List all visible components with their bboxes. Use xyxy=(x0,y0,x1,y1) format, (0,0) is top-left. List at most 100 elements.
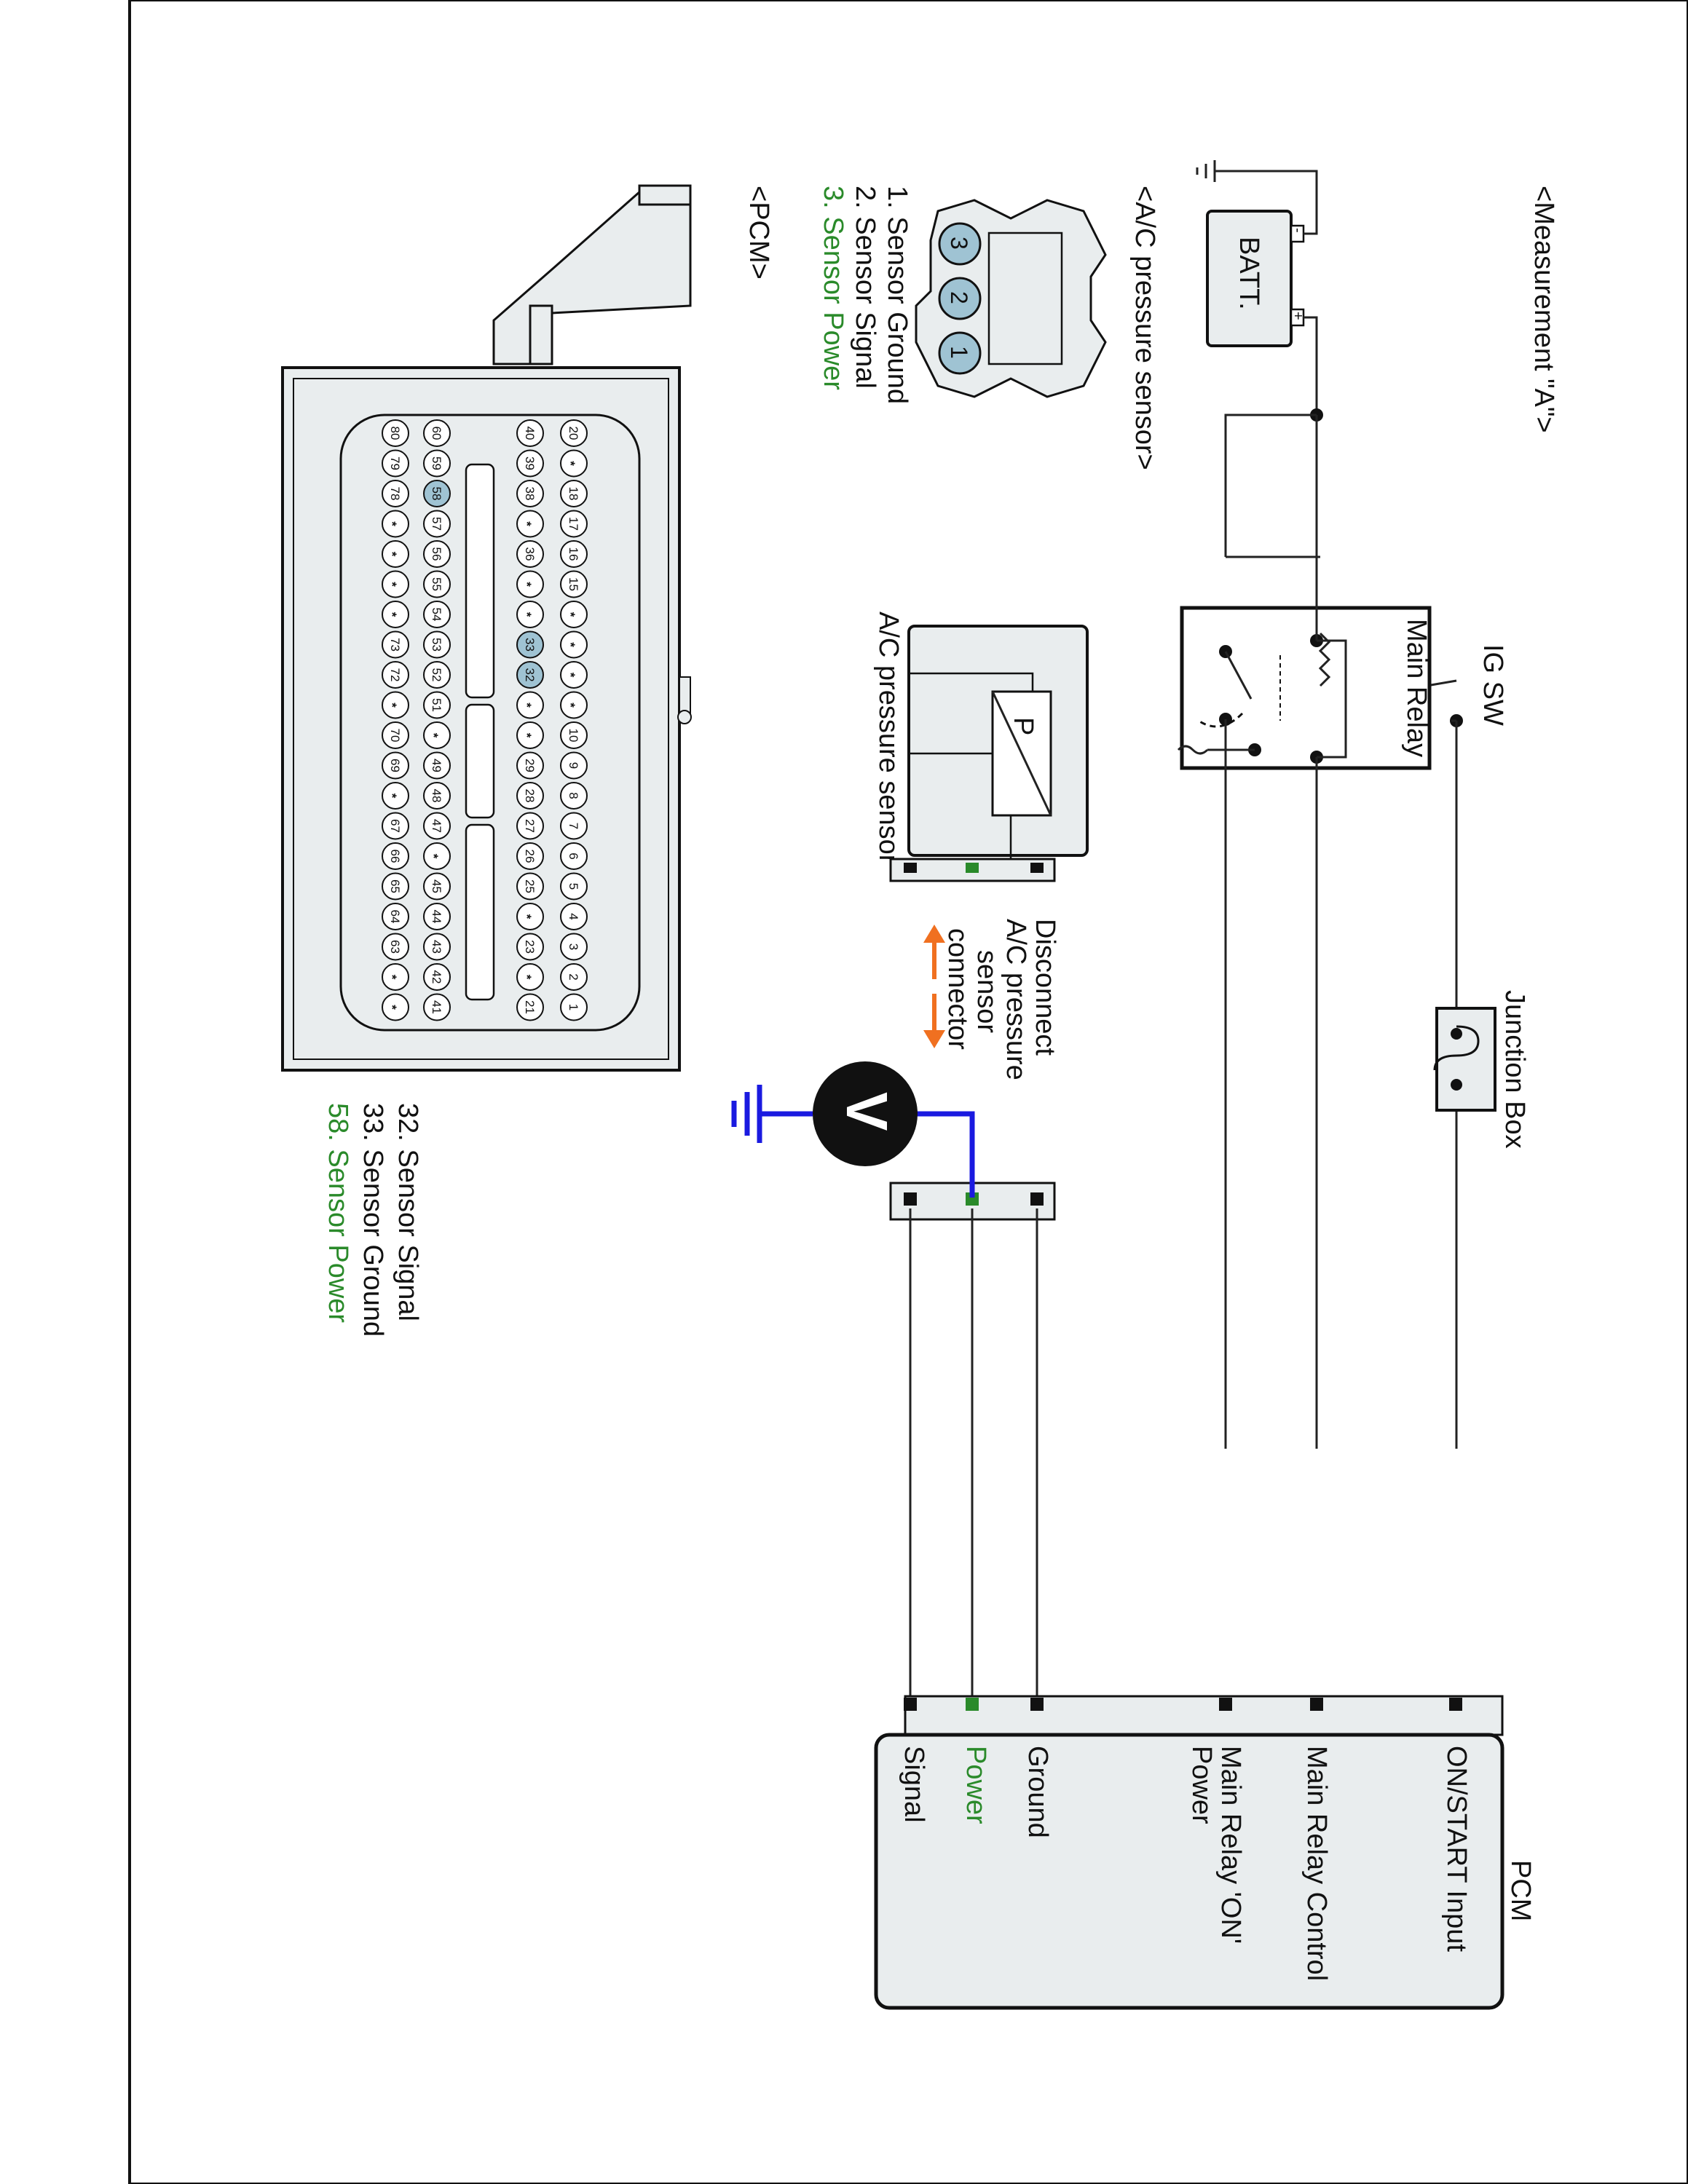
pcm-term-relay-control: Main Relay Control xyxy=(1301,1746,1332,1981)
pcm-pin xyxy=(382,721,409,749)
pcm-pin xyxy=(560,993,588,1021)
pcm-pin xyxy=(382,419,409,447)
pcm-pin xyxy=(423,842,451,870)
pcm-pin xyxy=(382,812,409,840)
main-relay-label: Main Relay xyxy=(1401,619,1432,757)
pcm-pin-label: 20 xyxy=(567,427,580,440)
ac-connector-view: <A/C pressure sensor> 3 2 1 1. Sensor Gr… xyxy=(818,186,1160,470)
harness-connector xyxy=(889,1182,1056,1707)
pcm-pin xyxy=(423,570,451,598)
pcm-pin-label: * xyxy=(520,733,534,738)
battery-plus: + xyxy=(1290,312,1306,320)
pcm-pin-label: * xyxy=(564,673,577,678)
pcm-pin-label: 18 xyxy=(567,487,580,501)
pcm-legend-32: 32. Sensor Signal xyxy=(393,1103,423,1321)
pcm-title: PCM xyxy=(1505,1860,1536,1921)
pcm-pin xyxy=(382,782,409,810)
pcm-pin xyxy=(423,480,451,507)
disconnect-line-2: A/C pressure xyxy=(1001,919,1031,1080)
pcm-pin-label: 73 xyxy=(388,638,402,652)
pcm-pin-label: * xyxy=(385,582,399,587)
pcm-pin xyxy=(423,721,451,749)
pcm-pin xyxy=(560,782,588,810)
pcm-pin xyxy=(560,691,588,719)
pcm-pin xyxy=(423,661,451,689)
pcm-pin xyxy=(382,691,409,719)
pcm-pin xyxy=(516,540,544,568)
pcm-pin xyxy=(423,449,451,478)
pcm-term-power: Power xyxy=(961,1746,991,1824)
pcm-pin xyxy=(516,963,544,991)
battery-label: BATT. xyxy=(1234,237,1264,310)
pcm-pin xyxy=(423,540,451,568)
pcm-pin xyxy=(382,570,409,598)
pcm-pin xyxy=(560,812,588,840)
pcm-pin-label: 49 xyxy=(430,759,443,772)
ac-connector-header: <A/C pressure sensor> xyxy=(1129,186,1160,470)
pcm-pin-label: * xyxy=(520,914,534,919)
pcm-pin-label: 17 xyxy=(567,517,580,531)
pcm-pin xyxy=(382,601,409,628)
pcm-term-on-start: ON/START Input xyxy=(1441,1746,1472,1952)
pcm-pin xyxy=(382,842,409,870)
pcm-pin xyxy=(423,691,451,719)
pcm-pin xyxy=(516,933,544,961)
pcm-pin xyxy=(516,812,544,840)
pcm-pin xyxy=(560,872,588,901)
pcm-pin-label: 67 xyxy=(388,819,402,833)
pcm-pin-label: 40 xyxy=(523,427,537,440)
pcm-pin xyxy=(516,630,544,659)
pcm-pin-label: 5 xyxy=(567,883,580,890)
pcm-pin xyxy=(560,661,588,689)
measurement-title: <Measurement "A"> xyxy=(1529,186,1559,433)
pcm-pin xyxy=(516,751,544,780)
pcm-pin xyxy=(423,963,451,991)
pcm-pin xyxy=(382,540,409,568)
pcm-pin-label: * xyxy=(564,703,577,708)
junction-box: Junction Box xyxy=(1433,990,1530,1149)
pcm-pin xyxy=(423,419,451,447)
pcm-pin xyxy=(382,449,409,478)
pcm-pin xyxy=(423,751,451,780)
disconnect-line-4: connector xyxy=(942,928,973,1050)
pcm-pin xyxy=(560,842,588,870)
pcm-pin-label: 63 xyxy=(388,940,402,954)
pcm-pin-label: 57 xyxy=(430,517,443,531)
voltmeter: V xyxy=(731,1061,975,1198)
pcm-pin-label: 54 xyxy=(430,608,443,622)
sensor-box-label: A/C pressure sensor xyxy=(873,612,904,864)
pcm-pin-label: 8 xyxy=(567,792,580,799)
pcm-pin xyxy=(516,480,544,507)
pcm-pin-label: 38 xyxy=(523,487,537,501)
pcm-pin-label: 70 xyxy=(388,729,402,743)
pcm-pin-label: * xyxy=(520,612,534,617)
pcm-pin-label: 10 xyxy=(567,729,580,743)
pcm-pin-label: 72 xyxy=(388,668,402,682)
pcm-pin-label: * xyxy=(520,521,534,526)
pcm-term-relay-on-2: Power xyxy=(1186,1746,1217,1824)
ac-pin-3: 3 xyxy=(946,237,972,250)
pcm-pin-label: 15 xyxy=(567,577,580,591)
pcm-pin-label: 29 xyxy=(523,759,537,772)
pcm-pin-label: 80 xyxy=(388,427,402,440)
ac-legend-1: 1. Sensor Ground xyxy=(882,186,912,404)
pcm-pin-label: 3 xyxy=(567,943,580,950)
pcm-pin xyxy=(516,691,544,719)
pcm-pin xyxy=(560,510,588,538)
disconnect-arrows: Disconnect A/C pressure sensor connector xyxy=(923,919,1060,1080)
pcm-pin xyxy=(516,782,544,810)
pcm-pin-label: 64 xyxy=(388,910,402,924)
pcm-pin-label: 33 xyxy=(523,638,537,652)
pcm-pin xyxy=(560,601,588,628)
pcm-pin-label: 6 xyxy=(567,852,580,859)
pcm-pin-label: * xyxy=(385,521,399,526)
ig-sw-label: IG SW xyxy=(1478,644,1508,726)
pcm-pin xyxy=(423,993,451,1021)
pcm-pin xyxy=(560,963,588,991)
disconnect-line-3: sensor xyxy=(971,950,1002,1033)
pcm-block: PCM ON/START Input Main Relay Control Ma… xyxy=(874,1695,1536,2010)
pcm-pin-label: 26 xyxy=(523,850,537,863)
pcm-pin-label: 69 xyxy=(388,759,402,772)
pcm-pin-label: 52 xyxy=(430,668,443,682)
pcm-pin-label: 59 xyxy=(430,456,443,470)
